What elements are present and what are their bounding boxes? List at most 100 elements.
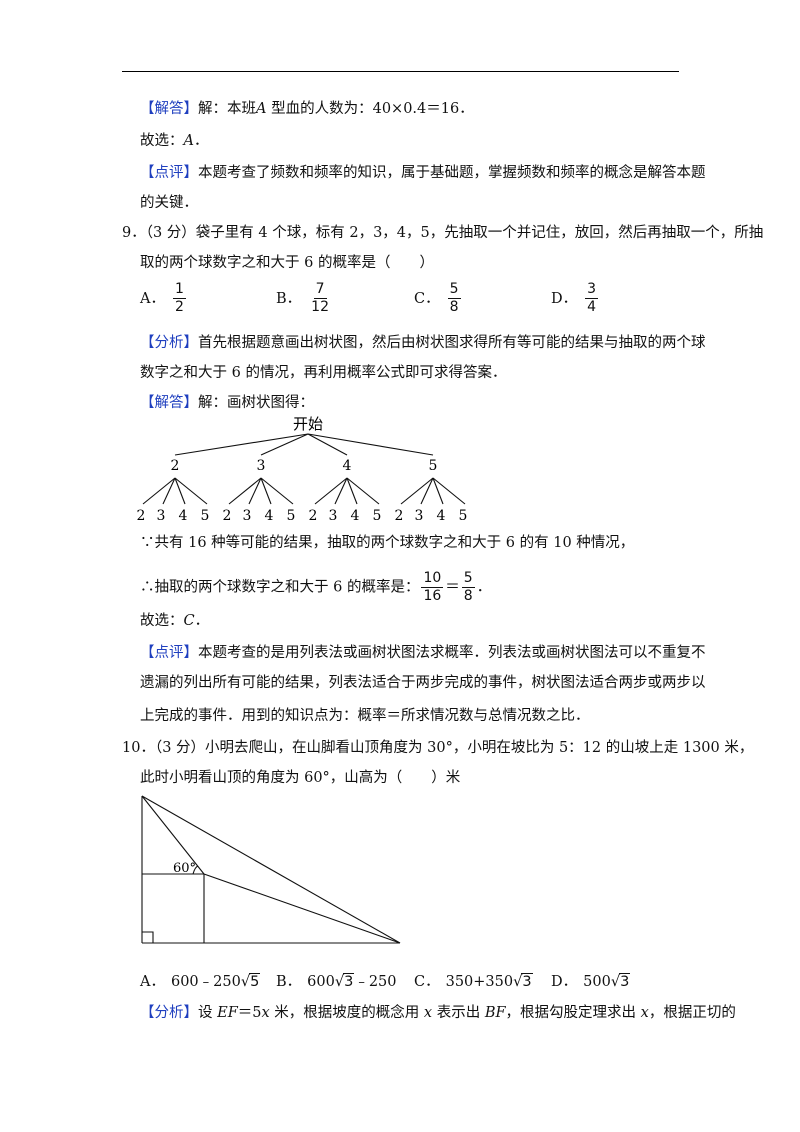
q10-figure: 60° [141,795,401,944]
q9-analysis-1: 【分析】首先根据题意画出树状图，然后由树状图求得所有等可能的结果与抽取的两个球 [140,333,706,353]
analysis-text: 设 [198,1005,218,1021]
option-pre: 350+350 [445,974,514,990]
tree-leaf-label: 3 [329,508,338,524]
therefore-end: ． [476,579,492,596]
analysis-var: BF [484,1005,506,1021]
answer-text2: 型血的人数为：40×0.4＝16． [266,101,474,117]
tree-edge [260,477,272,505]
answer-var: A [256,101,267,117]
answer-text: 解：本班 [198,101,256,117]
option-label: A． [140,974,165,990]
tree-edge [174,477,208,505]
option-pre: 500 [583,974,611,990]
tree-branch-label: 2 [171,458,180,474]
q9-comment-1: 【点评】本题考查的是用列表法或画树状图法求概率．列表法或画树状图法可以不重复不 [140,643,706,663]
radicand: 3 [343,973,355,990]
option-label: C． [414,290,440,307]
denominator: 12 [311,299,329,315]
option-label: B． [276,974,302,990]
analysis-var: x [261,1005,270,1021]
denominator: 2 [174,299,184,315]
slope-line [203,873,401,944]
therefore-text: ∴抽取的两个球数字之和大于 6 的概率是： [140,579,420,596]
analysis-tag: 【分析】 [140,1005,198,1021]
sqrt: √3 [513,973,533,990]
angle-arc [192,865,199,875]
option-label: B． [276,290,302,307]
option-post: ﹣250 [354,974,397,990]
q9-stem-1: 9．（3 分）袋子里有 4 个球，标有 2，3，4，5，先抽取一个并记住，放回，… [122,225,764,241]
tree-edge [400,477,434,505]
q9-because: ∵共有 16 种等可能的结果，抽取的两个球数字之和大于 6 的有 10 种情况， [140,535,635,551]
analysis-text: 米，根据坡度的概念用 [269,1005,424,1021]
q10-option-c[interactable]: C． 350+350√3 [414,970,533,991]
tree-leaf-label: 4 [265,508,274,524]
q10-stem-1: 10．（3 分）小明去爬山，在山脚看山顶角度为 30°，小明在坡比为 5：12 … [122,740,754,756]
analysis-text: ＝5 [237,1005,262,1021]
tree-edge [162,477,176,505]
tree-edge [142,477,176,505]
tree-leaf-label: 2 [223,508,232,524]
choose-label: 故选： [140,613,184,629]
tree-leaf-label: 4 [179,508,188,524]
sqrt: √5 [240,973,261,990]
option-pre: 600 [307,974,335,990]
tree-leaf-label: 3 [415,508,424,524]
sqrt: √3 [334,973,355,990]
tree-leaf-label: 2 [309,508,318,524]
option-label: D． [551,974,578,990]
answer-text: 解：画树状图得： [198,395,314,411]
analysis-var: x [423,1005,433,1021]
right-angle-mark [142,931,154,943]
q10-option-d[interactable]: D．500√3 [551,970,631,991]
q8-comment-2: 的关键． [140,195,198,211]
tree-leaf-label: 5 [287,508,296,524]
numerator: 5 [461,570,475,588]
tree-root-edges [174,433,434,456]
q10-option-b[interactable]: B． 600√3﹣250 [276,970,397,991]
tree-edge [346,477,380,505]
tree-leaf-label: 2 [395,508,404,524]
denominator: 16 [423,588,442,604]
q8-answer: 【解答】解：本班A 型血的人数为：40×0.4＝16． [140,99,474,119]
choose-end: ． [193,133,209,149]
analysis-tag: 【分析】 [140,335,198,351]
option-label: A． [140,290,165,307]
analysis-text: ，根据正切的 [648,1005,736,1021]
radicand: 5 [249,973,261,990]
q10-option-a[interactable]: A．600﹣250√5 [140,970,261,991]
tree-leaf-label: 2 [137,508,146,524]
numerator: 7 [313,281,327,299]
q9-answer: 【解答】解：画树状图得： [140,393,314,413]
denominator: 8 [449,299,459,315]
analysis-text: ，根据勾股定理求出 [505,1005,641,1021]
analysis-var: x [640,1005,649,1021]
option-label: C． [414,974,440,990]
tree-edge [420,477,434,505]
comment-text: 本题考查的是用列表法或画树状图法求概率．列表法或画树状图法可以不重复不 [198,645,706,661]
tree-leaf-label: 3 [243,508,252,524]
answer-tag: 【解答】 [140,101,198,117]
q10-analysis: 【分析】设 EF＝5x 米，根据坡度的概念用 x 表示出 BF，根据勾股定理求出… [140,1003,736,1023]
sight-line-60 [141,795,205,875]
choose-value: A [183,133,194,149]
denominator: 4 [587,299,597,315]
numerator: 5 [447,281,461,299]
tree-leaf-label: 4 [437,508,446,524]
analysis-text: 首先根据题意画出树状图，然后由树状图求得所有等可能的结果与抽取的两个球 [198,335,706,351]
q9-stem-2: 取的两个球数字之和大于 6 的概率是（ ） [140,255,434,271]
option-label: D． [551,290,578,307]
denominator: 8 [463,588,473,604]
tree-edge [228,477,262,505]
angle-label: 60° [173,861,196,876]
